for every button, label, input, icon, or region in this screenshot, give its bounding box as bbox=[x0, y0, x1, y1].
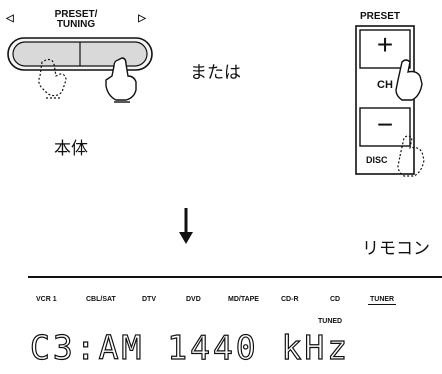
input-indicator-row: VCR 1 CBL/SAT DTV DVD MD/TAPE CD-R CD TU… bbox=[0, 296, 442, 308]
input-cbl-sat: CBL/SAT bbox=[86, 296, 116, 303]
display-top-rule bbox=[28, 276, 442, 278]
remote-preset-label: PRESET bbox=[360, 11, 401, 22]
hand-press-minus-icon bbox=[397, 135, 425, 177]
remote-caption: リモコン bbox=[362, 239, 430, 259]
input-dtv: DTV bbox=[142, 296, 156, 303]
hand-press-right-icon bbox=[105, 57, 137, 103]
hand-press-left-icon bbox=[38, 58, 67, 99]
frequency-readout: C3:AM 1440 kHz bbox=[29, 327, 351, 367]
ch-plus-label[interactable]: + bbox=[376, 29, 394, 60]
ch-minus-label[interactable]: − bbox=[376, 109, 394, 140]
input-vcr1: VCR 1 bbox=[36, 296, 57, 303]
input-cd: CD bbox=[330, 296, 341, 303]
ch-minus-button bbox=[359, 107, 411, 147]
input-cd-r: CD-R bbox=[281, 296, 299, 303]
preset-tuning-label: ◁ PRESET/ TUNING ▷ bbox=[6, 9, 146, 30]
ch-label: CH bbox=[377, 79, 393, 91]
preset-tuning-rocker[interactable] bbox=[6, 36, 156, 106]
main-unit-caption: 本体 bbox=[54, 139, 88, 159]
left-arrow-icon: ◁ bbox=[6, 13, 14, 24]
remote-button-cluster bbox=[355, 25, 425, 177]
down-arrow-icon bbox=[179, 208, 193, 244]
or-connector: または bbox=[190, 63, 241, 83]
input-md-tape: MD/TAPE bbox=[228, 296, 259, 303]
hand-press-plus-icon bbox=[395, 59, 423, 101]
input-tuner: TUNER bbox=[368, 296, 397, 305]
right-arrow-icon: ▷ bbox=[138, 13, 146, 24]
tuned-indicator: TUNED bbox=[318, 318, 343, 325]
input-dvd: DVD bbox=[186, 296, 201, 303]
remote-disc-label: DISC bbox=[366, 155, 388, 165]
